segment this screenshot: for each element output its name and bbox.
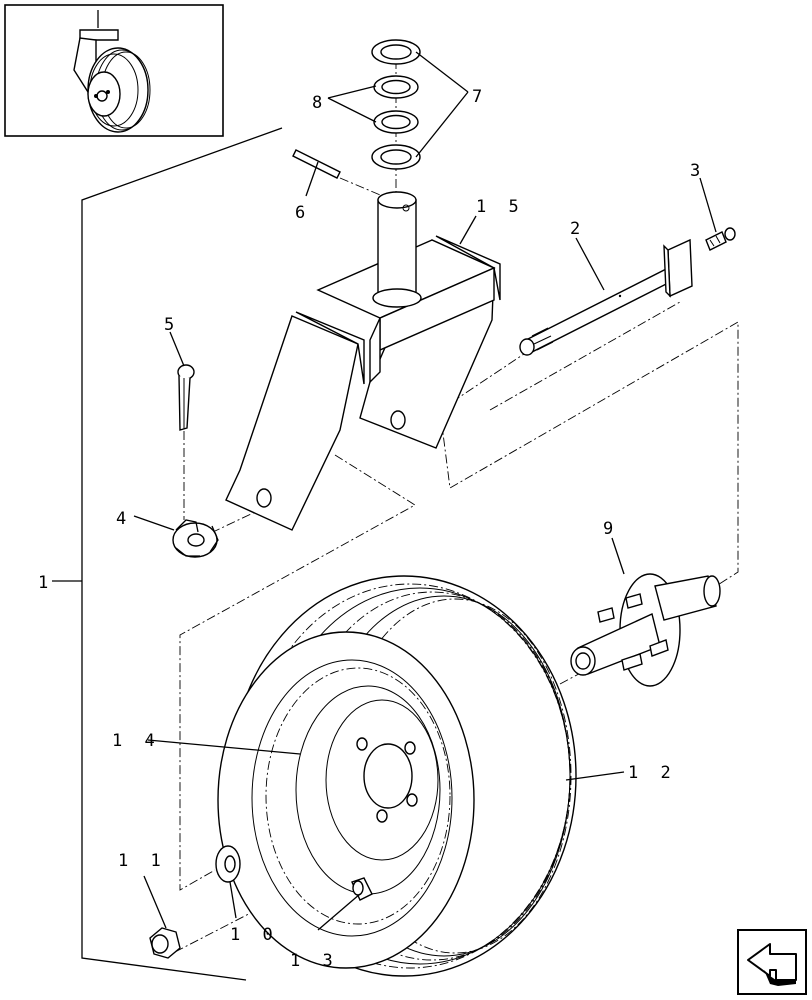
wheel-hub [570,573,721,687]
assembly-bracket [52,127,283,981]
callout-12: 1 2 [628,763,677,783]
callout-labels: 1 2 3 4 5 6 7 8 9 1 0 1 1 1 2 1 3 1 4 1 … [38,87,706,971]
callout-7: 7 [472,87,488,107]
washer-top [371,39,421,65]
washer-3 [373,110,419,134]
thumbnail-inset[interactable] [4,4,224,137]
callout-11: 1 1 [118,851,167,871]
caster-wheel-assembly-thumbnail [73,10,151,133]
callout-3: 3 [690,161,706,181]
castle-nut [172,519,219,558]
caster-fork [225,191,501,531]
callout-6: 6 [295,203,311,223]
callout-15: 1 5 [476,197,525,217]
lug-nut [149,927,181,959]
callout-10: 1 0 [230,925,279,945]
return-arrow-icon[interactable] [737,929,807,995]
washer-2 [373,75,419,99]
roll-pin [292,149,341,179]
washer-bottom [371,144,421,170]
callout-2: 2 [570,219,586,239]
washer-stack [371,39,421,170]
wheel-tire [217,575,577,977]
callout-9: 9 [603,519,619,539]
valve-stem [351,877,373,901]
cotter-pin [177,364,195,431]
grease-fitting [705,227,736,251]
callout-14: 1 4 [112,731,161,751]
callout-13: 1 3 [290,951,339,971]
callout-5: 5 [164,315,180,335]
axle-bolt [519,238,693,356]
flat-washer [215,845,241,883]
callout-4: 4 [116,509,132,529]
callout-1: 1 [38,573,54,593]
callout-8: 8 [312,93,328,113]
leader-lines [133,51,717,931]
